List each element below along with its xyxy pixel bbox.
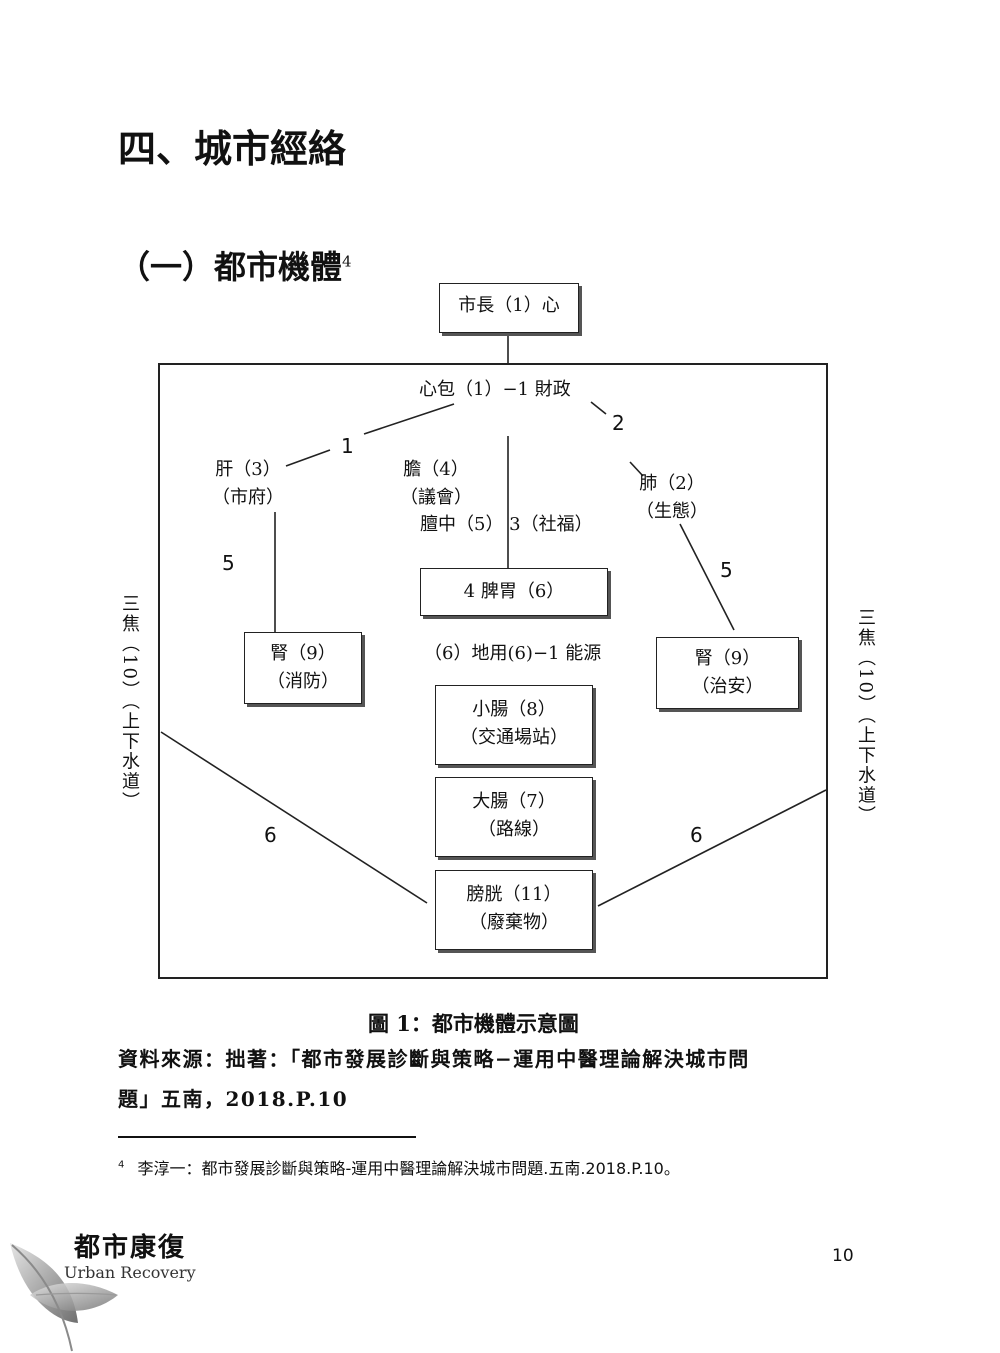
- mayor-heart-box: 市長（1）心: [439, 283, 579, 333]
- edge-label-left-bladder: 6: [264, 823, 277, 847]
- lung-link-b: [629, 461, 644, 477]
- figure-caption: 圖 1：都市機體示意圖: [368, 1011, 579, 1036]
- bladder-sublabel: （廢棄物）: [469, 912, 559, 933]
- subsection-title-wrap: （一）都市機體4: [118, 242, 352, 288]
- footnote-number: 4: [118, 1159, 125, 1171]
- liver-link-a: [363, 403, 455, 435]
- danzhong-label: 膻中（5） 3（社福）: [420, 514, 593, 535]
- lung-link-a: [590, 401, 607, 415]
- kidney-right-label: 腎（9）: [694, 648, 761, 669]
- liver-node: 肝（3） （市府）: [200, 456, 296, 512]
- spleen-box: 4 脾胃（6）: [420, 568, 608, 616]
- lung-node: 肺（2） （生態）: [624, 470, 720, 526]
- edge-label-liver: 1: [341, 434, 354, 458]
- edge-label-right-bladder: 6: [690, 823, 703, 847]
- footnote-ref: 4: [342, 252, 352, 271]
- section-title: 四、城市經絡: [118, 127, 347, 171]
- large-intestine-label: 大腸（7）: [472, 791, 556, 812]
- large-intestine-box: 大腸（7） （路線）: [435, 777, 593, 857]
- small-intestine-sublabel: （交通場站）: [460, 727, 568, 748]
- lung-sublabel: （生態）: [636, 501, 708, 522]
- diagram-frame: [158, 363, 828, 979]
- bladder-label: 膀胱（11）: [466, 884, 562, 905]
- edge-label-lung-kidney: 5: [720, 558, 733, 582]
- lung-label: 肺（2）: [639, 473, 705, 494]
- spleen-label: 4 脾胃（6）: [463, 581, 565, 602]
- kidney-left-box: 腎（9） （消防）: [244, 632, 362, 704]
- large-intestine-sublabel: （路線）: [478, 819, 550, 840]
- subsection-title: （一）都市機體: [118, 248, 343, 286]
- source-line-2: 題」五南，2018.P.10: [118, 1087, 349, 1111]
- mayor-heart-label: 市長（1）心: [458, 295, 560, 316]
- small-intestine-label: 小腸（8）: [472, 699, 556, 720]
- kidney-left-sublabel: （消防）: [267, 671, 339, 692]
- liver-link-b: [285, 449, 331, 467]
- right-bladder-line: [597, 789, 827, 907]
- small-intestine-box: 小腸（8） （交通場站）: [435, 685, 593, 765]
- leaf-icon: [10, 1243, 118, 1352]
- kidney-left-label: 腎（9）: [270, 643, 336, 664]
- source-line-1: 資料來源：拙著：「都市發展診斷與策略−運用中醫理論解決城市問: [118, 1047, 750, 1071]
- triple-burner-right: 三焦（10）（上下水道）: [855, 608, 876, 826]
- land-use-label: （6）地用(6)−1 能源: [424, 643, 602, 664]
- liver-label: 肝（3）: [215, 459, 281, 480]
- kidney-right-sublabel: （治安）: [691, 676, 764, 697]
- kidney-right-box: 腎（9） （治安）: [656, 637, 799, 709]
- edge-label-lung: 2: [612, 411, 625, 435]
- gallbladder-sublabel: （議會）: [400, 487, 472, 508]
- edge-label-liver-kidney: 5: [222, 551, 235, 575]
- brand-title: 都市康復: [74, 1233, 187, 1263]
- pericardium-label: 心包（1）−1 財政: [419, 379, 571, 400]
- liver-sublabel: （市府）: [212, 487, 284, 508]
- lung-kidney-line: [679, 523, 735, 631]
- triple-burner-left: 三焦（10）（上下水道）: [119, 594, 140, 812]
- footnote-text: 李淳一：都市發展診斷與策略-運用中醫理論解決城市問題.五南.2018.P.10。: [137, 1159, 680, 1178]
- left-bladder-line: [160, 731, 428, 904]
- footnote: 4 李淳一：都市發展診斷與策略-運用中醫理論解決城市問題.五南.2018.P.1…: [118, 1155, 680, 1179]
- gallbladder-node: 膽（4） （議會）: [388, 456, 484, 512]
- bladder-box: 膀胱（11） （廢棄物）: [435, 870, 593, 950]
- brand-subtitle: Urban Recovery: [64, 1263, 196, 1282]
- page-number: 10: [832, 1246, 854, 1266]
- gallbladder-label: 膽（4）: [403, 459, 469, 480]
- footnote-divider: [118, 1136, 416, 1138]
